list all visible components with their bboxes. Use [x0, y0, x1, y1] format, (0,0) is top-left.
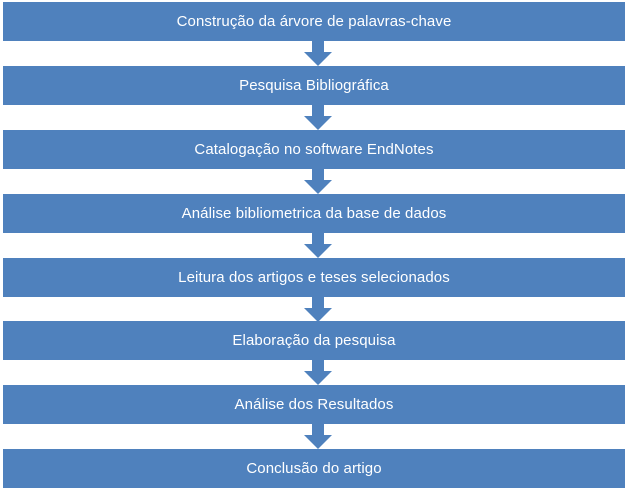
step-label-5: Leitura dos artigos e teses selecionados [178, 269, 450, 286]
step-box-6: Elaboração da pesquisa [3, 321, 625, 360]
down-arrow-icon [303, 296, 333, 322]
step-label-3: Catalogação no software EndNotes [194, 141, 434, 158]
down-arrow-icon [303, 359, 333, 385]
step-box-8: Conclusão do artigo [3, 449, 625, 488]
down-arrow-icon [303, 232, 333, 258]
step-box-4: Análise bibliometrica da base de dados [3, 194, 625, 233]
step-label-6: Elaboração da pesquisa [232, 332, 396, 349]
down-arrow-icon [303, 423, 333, 449]
step-label-4: Análise bibliometrica da base de dados [181, 205, 447, 222]
down-arrow-icon [303, 40, 333, 66]
step-box-7: Análise dos Resultados [3, 385, 625, 424]
step-label-7: Análise dos Resultados [234, 396, 394, 413]
step-box-1: Construção da árvore de palavras-chave [3, 2, 625, 41]
down-arrow-icon [303, 104, 333, 130]
step-box-5: Leitura dos artigos e teses selecionados [3, 258, 625, 297]
step-label-8: Conclusão do artigo [246, 460, 382, 477]
step-box-2: Pesquisa Bibliográfica [3, 66, 625, 105]
step-box-3: Catalogação no software EndNotes [3, 130, 625, 169]
down-arrow-icon [303, 168, 333, 194]
step-label-2: Pesquisa Bibliográfica [239, 77, 389, 94]
step-label-1: Construção da árvore de palavras-chave [176, 13, 452, 30]
